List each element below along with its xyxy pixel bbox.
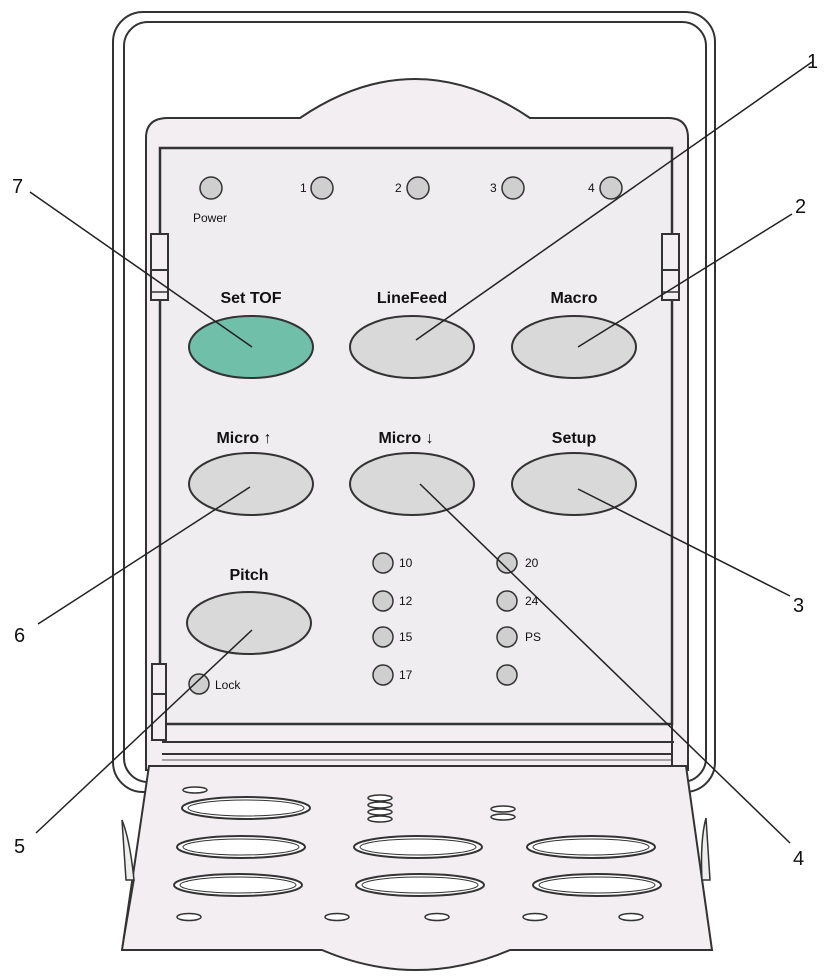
pitch-20-label: 20	[525, 556, 539, 570]
micro-up-label: Micro ↑	[216, 430, 271, 447]
power-label: Power	[193, 211, 227, 225]
leader-7	[29, 191, 253, 348]
pitch-10-label: 10	[399, 556, 413, 570]
callout-leaders	[29, 61, 813, 844]
pitch-12-label: 12	[399, 594, 413, 608]
micro-down-button[interactable]	[349, 452, 475, 516]
setup-button[interactable]	[511, 452, 637, 516]
leader-2	[577, 213, 793, 348]
callout-3: 3	[793, 595, 804, 617]
indicator-2-led	[406, 176, 430, 200]
indicator-1-label: 1	[300, 181, 307, 195]
set-tof-label: Set TOF	[220, 290, 281, 307]
pitch-indicators: 10 12 15 17 20 24 PS Lock	[188, 552, 541, 695]
indicator-2-label: 2	[395, 181, 402, 195]
indicator-4-label: 4	[588, 181, 595, 195]
pitch-24-label: 24	[525, 594, 539, 608]
power-led	[199, 176, 223, 200]
line-feed-button[interactable]	[349, 315, 475, 379]
callout-numbers: 1 2 3 4 5 6 7	[12, 51, 818, 870]
indicator-3-led	[501, 176, 525, 200]
leader-4	[419, 483, 791, 844]
callout-5: 5	[14, 836, 25, 858]
callout-6: 6	[14, 625, 25, 647]
pitch-24-led	[496, 590, 518, 612]
leader-3	[577, 488, 791, 597]
pitch-blank-led	[496, 664, 518, 686]
lock-label: Lock	[215, 678, 241, 692]
pitch-12-led	[372, 590, 394, 612]
pitch-20-led	[496, 552, 518, 574]
leader-1	[415, 61, 813, 341]
indicator-1-led	[310, 176, 334, 200]
pitch-10-led	[372, 552, 394, 574]
arrow-down-icon: ↓	[426, 430, 434, 447]
pitch-15-label: 15	[399, 630, 413, 644]
callout-4: 4	[793, 848, 804, 870]
leader-5	[35, 629, 253, 834]
lower-left-latch	[151, 663, 167, 741]
line-feed-label: LineFeed	[377, 290, 447, 307]
macro-label: Macro	[550, 290, 597, 307]
pitch-17-led	[372, 664, 394, 686]
pitch-15-led	[372, 626, 394, 648]
callout-7: 7	[12, 176, 23, 198]
leader-6	[37, 486, 251, 625]
callout-1: 1	[807, 51, 818, 73]
left-latch	[150, 233, 169, 301]
indicator-3-label: 3	[490, 181, 497, 195]
lock-led	[188, 673, 210, 695]
callout-2: 2	[795, 196, 806, 218]
pitch-button[interactable]	[186, 591, 312, 655]
pitch-ps-label: PS	[525, 630, 541, 644]
setup-label: Setup	[552, 430, 597, 447]
indicator-4-led	[599, 176, 623, 200]
arrow-up-icon: ↑	[264, 430, 272, 447]
micro-up-button[interactable]	[188, 452, 314, 516]
micro-down-label: Micro ↓	[378, 430, 433, 447]
pitch-label: Pitch	[229, 567, 268, 584]
pitch-ps-led	[496, 626, 518, 648]
overlay-flap	[120, 765, 714, 971]
macro-button[interactable]	[511, 315, 637, 379]
panel-sill	[162, 724, 674, 772]
status-indicators: Power 1 2 3 4	[193, 176, 623, 225]
pitch-17-label: 17	[399, 668, 413, 682]
